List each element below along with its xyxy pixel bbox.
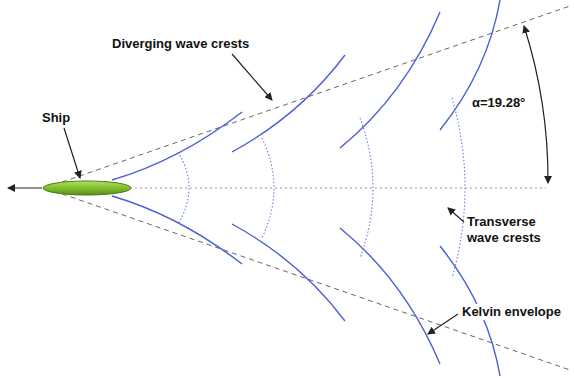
direction-arrow [8,187,42,188]
callout-label: Ship [40,110,72,126]
envelope-line [45,188,570,370]
callout-label: Kelvin envelope [460,304,563,320]
diverging-crests [112,0,500,376]
envelope-line [45,6,570,188]
angle-arc [524,26,548,183]
callout-label: Transverse wave crests [465,214,561,246]
ship-hull [43,181,131,195]
leader-lines [64,54,464,334]
callout-label: Diverging wave crests [110,36,251,52]
transverse-crests [178,98,465,278]
angle-label: α=19.28° [470,95,527,111]
